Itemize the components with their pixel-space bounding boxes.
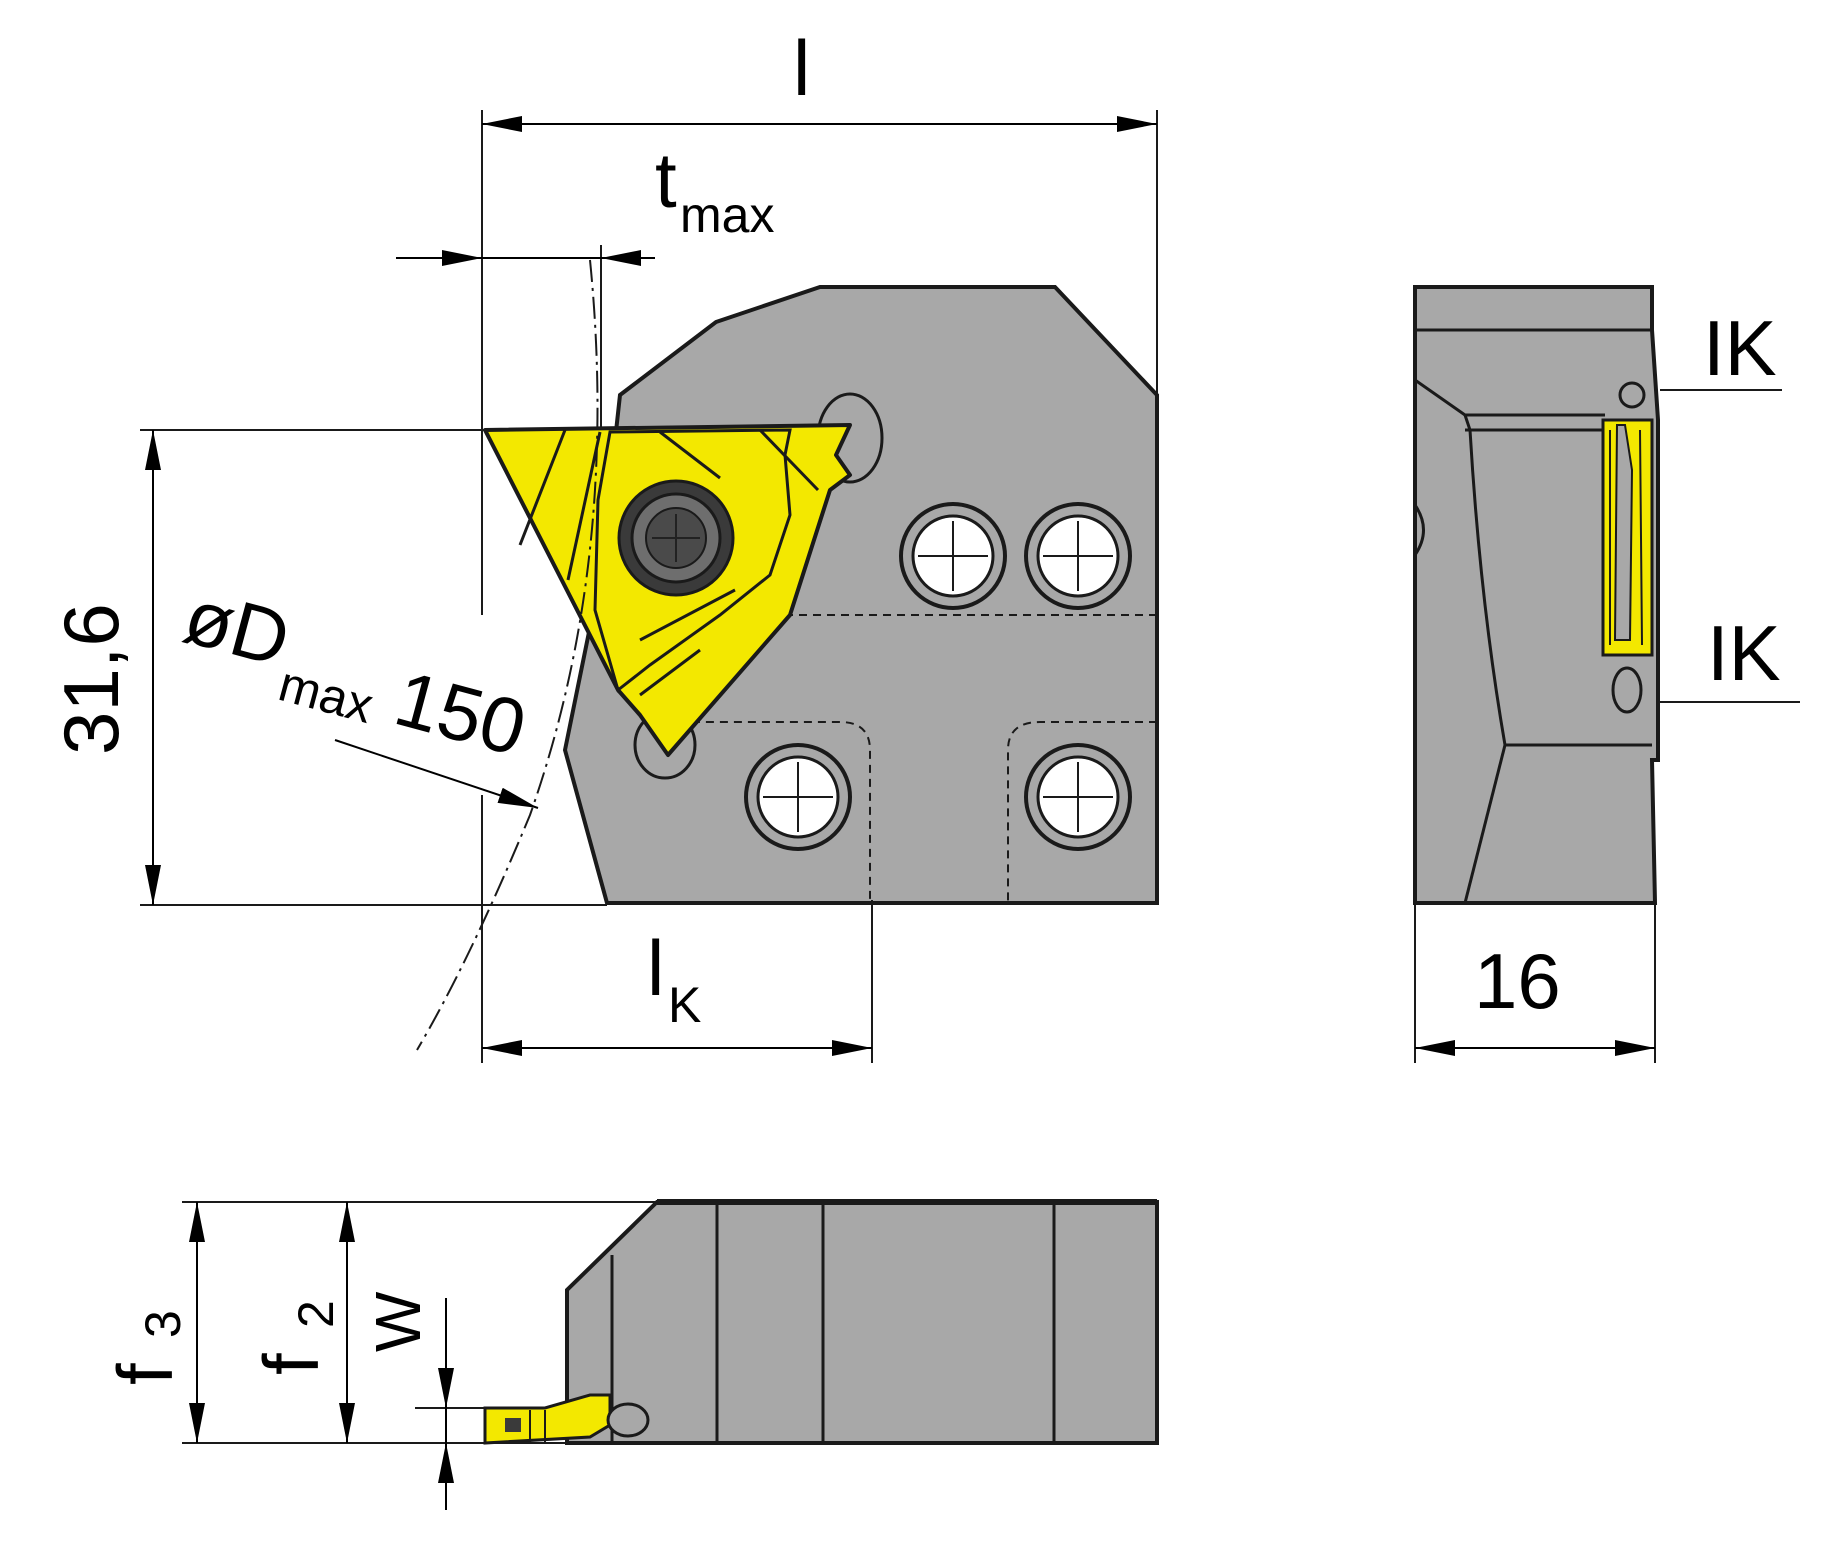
dim-lk: l K <box>482 924 872 1056</box>
label-f2: f <box>247 1353 335 1375</box>
side-view: IK IK 16 <box>1413 285 1800 1063</box>
dim-height: 31,6 <box>47 430 161 905</box>
hidden-lines <box>664 614 1157 903</box>
dmax-label: øD max 150 <box>176 571 535 773</box>
triangle-insert <box>483 423 852 757</box>
dmax-leader <box>334 739 539 809</box>
side-pin-bottom <box>1611 666 1643 714</box>
label-width: 16 <box>1474 937 1561 1025</box>
screw-hole-4 <box>1024 743 1132 851</box>
label-f3: f <box>101 1363 189 1385</box>
label-d-sub: max <box>273 655 379 734</box>
screw-holes <box>744 502 1132 851</box>
label-t-sub: max <box>680 187 774 243</box>
label-f2-sub: 2 <box>288 1300 344 1328</box>
label-lk: l <box>647 924 664 1012</box>
dim-f2: f 2 <box>247 1202 355 1443</box>
dim-width: 16 <box>1414 905 1656 1063</box>
dim-w: W <box>362 1291 454 1510</box>
label-f3-sub: 3 <box>135 1310 191 1338</box>
side-pin-top <box>1618 381 1646 409</box>
label-height: 31,6 <box>47 603 135 755</box>
label-l: l <box>793 24 810 112</box>
label-ik-top: IK <box>1703 304 1777 392</box>
screw-hole-1 <box>899 502 1007 610</box>
screw-hole-3 <box>744 743 852 851</box>
dim-l: l <box>482 24 1157 132</box>
top-body <box>565 1200 1159 1445</box>
dim-tmax: t max <box>396 136 774 266</box>
top-view: f 3 f 2 W <box>101 1199 1159 1510</box>
side-body <box>1413 285 1660 905</box>
label-t: t <box>655 136 677 224</box>
front-view: l t max 31,6 øD max 150 l K <box>47 24 1159 1063</box>
dim-f3: f 3 <box>101 1202 205 1443</box>
dmax-arc <box>416 259 599 1051</box>
label-ik-bottom: IK <box>1707 609 1781 697</box>
screw-hole-2 <box>1024 502 1132 610</box>
label-d-val: 150 <box>386 654 534 773</box>
extension-lines <box>140 110 1158 1063</box>
side-insert <box>1601 418 1654 657</box>
label-lk-sub: K <box>668 977 701 1033</box>
label-w: W <box>362 1291 434 1352</box>
label-d-main: øD <box>176 571 299 683</box>
top-insert <box>483 1393 650 1445</box>
